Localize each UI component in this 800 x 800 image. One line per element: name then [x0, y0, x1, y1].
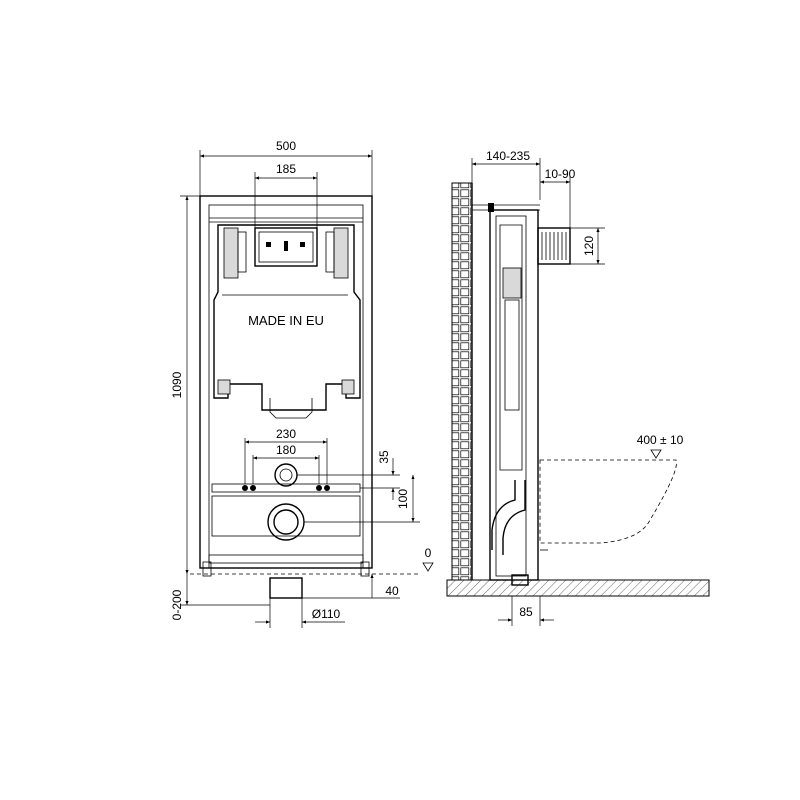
svg-text:180: 180 [276, 443, 296, 457]
wc-bowl-outline [539, 459, 677, 544]
frame-side-inner [495, 215, 527, 577]
dim-drain-depth: 85 [498, 596, 554, 626]
side-view: 140-235 10-90 120 400 ± 10 85 [446, 149, 710, 626]
svg-text:185: 185 [276, 162, 296, 176]
wall-tiles [451, 182, 473, 581]
valve-side [502, 267, 522, 299]
right-bracket-inner [325, 231, 335, 273]
dim-depth-range: 140-235 [471, 149, 541, 200]
made-in-label: MADE IN EU [248, 313, 324, 328]
dim-vertical-offsets: 35 100 [297, 450, 420, 523]
drain-outlet-inner [273, 509, 299, 535]
bolt-hole-2 [250, 485, 256, 491]
outlet-neck [269, 398, 313, 419]
svg-text:100: 100 [396, 489, 410, 509]
svg-text:0-200: 0-200 [170, 589, 184, 620]
dim-height: 1090 [170, 195, 200, 574]
side-foot [511, 574, 529, 586]
water-inlet-core [279, 468, 293, 482]
svg-text:140-235: 140-235 [486, 149, 530, 163]
dim-bowl-height: 400 ± 10 [637, 433, 684, 459]
left-bracket-inner [237, 231, 247, 273]
flush-screw-left [266, 242, 271, 247]
dim-button-plate: 185 [254, 162, 318, 228]
cistern-body [213, 224, 361, 411]
svg-text:40: 40 [385, 584, 399, 598]
flush-plate-opening [254, 227, 318, 267]
svg-text:1090: 1090 [170, 371, 184, 398]
left-bracket [223, 227, 239, 279]
svg-text:400 ± 10: 400 ± 10 [637, 433, 684, 447]
dim-adjust-range: 10-90 [540, 167, 576, 228]
bottom-rail [208, 554, 364, 564]
front-view: MADE IN EU 500 [170, 139, 434, 628]
flush-box [537, 227, 571, 265]
svg-text:Ø110: Ø110 [312, 607, 341, 621]
cistern: MADE IN EU [213, 224, 361, 419]
frame-side [472, 203, 540, 586]
svg-text:0: 0 [425, 546, 432, 560]
bolt-rail [211, 483, 361, 493]
dim-foot-adjust: 0-200 [170, 574, 270, 620]
outlet-panel [211, 495, 361, 537]
outlet-pipe-side [491, 480, 516, 550]
dim-width: 500 [199, 139, 373, 196]
right-bracket [333, 227, 349, 279]
bolt-hole-1 [242, 485, 248, 491]
svg-text:230: 230 [276, 427, 296, 441]
dim-drain-offset: 40 [302, 574, 400, 599]
frame-side-outline [489, 209, 539, 581]
frame [199, 195, 373, 577]
left-leg [202, 561, 212, 577]
flush-pipe-side [504, 299, 520, 411]
bolt-hole-3 [316, 485, 322, 491]
right-leg [360, 561, 370, 577]
svg-text:120: 120 [582, 236, 596, 256]
cistern-side [499, 224, 523, 471]
outlet-pipe-side-inner [502, 480, 526, 555]
svg-text:10-90: 10-90 [545, 167, 576, 181]
flush-box-lines [541, 232, 567, 260]
lower-fittings [211, 463, 361, 599]
left-clip [217, 379, 231, 395]
floor-slab [446, 579, 710, 597]
frame-inner [208, 204, 364, 569]
flush-plate-inner [258, 231, 314, 263]
svg-text:85: 85 [519, 605, 533, 619]
flush-screw-right [300, 242, 305, 247]
dim-drain-dia: Ø110 [255, 598, 345, 628]
right-clip [341, 379, 355, 395]
water-inlet [274, 463, 298, 487]
dim-flush-box: 120 [570, 227, 605, 265]
drain-pipe [269, 577, 303, 599]
svg-text:35: 35 [377, 450, 391, 464]
svg-text:500: 500 [276, 139, 296, 153]
dim-zero-marker: 0 [422, 546, 434, 572]
flush-valve-mark [284, 241, 288, 251]
dim-bolts: 230 180 [244, 427, 328, 484]
bolt-hole-4 [324, 485, 330, 491]
